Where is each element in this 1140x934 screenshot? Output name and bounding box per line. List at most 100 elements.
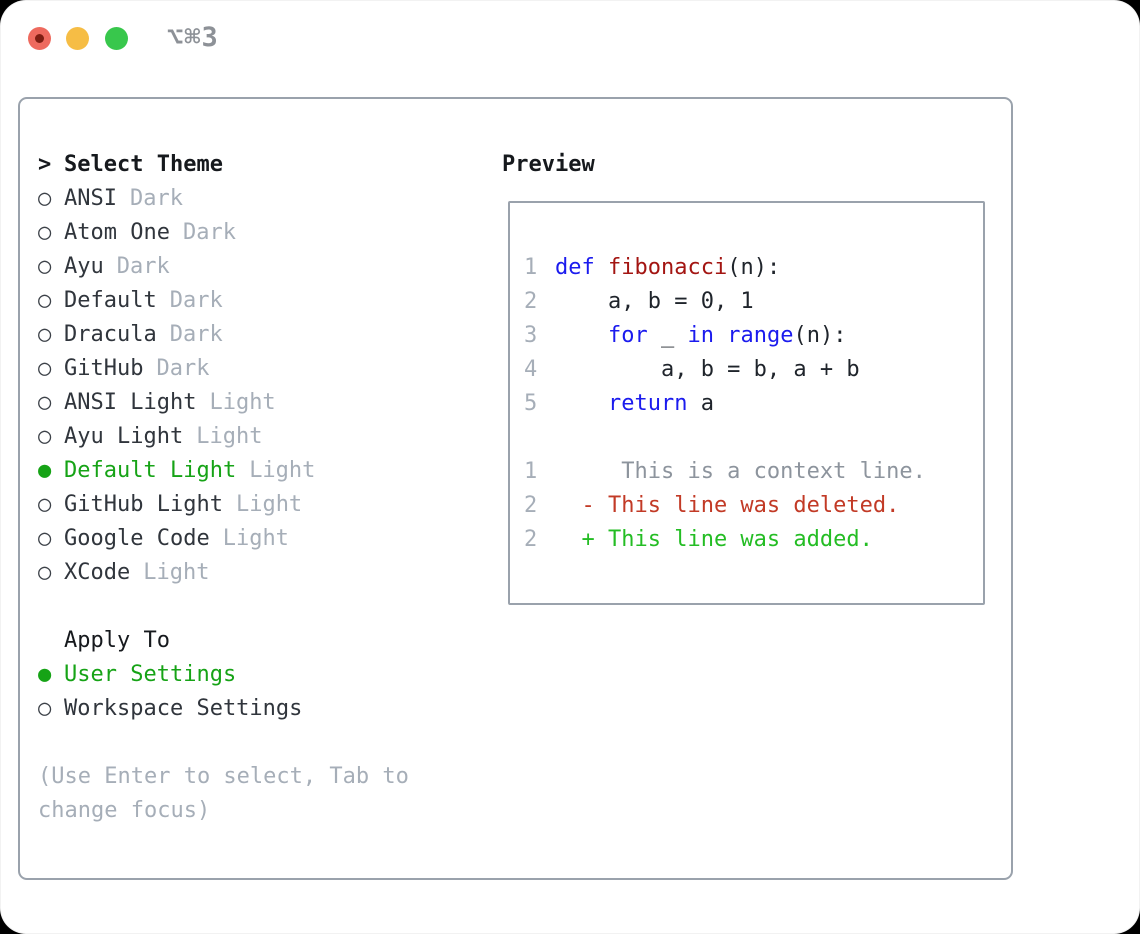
code-line: 1 def fibonacci(n): xyxy=(524,251,983,285)
radio-icon: ○ xyxy=(38,356,52,381)
minimize-button[interactable] xyxy=(66,27,89,50)
theme-variant: Dark xyxy=(169,288,223,313)
theme-variant: Light xyxy=(235,492,303,517)
line-number: 2 xyxy=(524,527,538,552)
code-segment-plain xyxy=(595,255,608,280)
blank-line xyxy=(524,421,983,455)
help-text: (Use Enter to select, Tab to change focu… xyxy=(38,764,409,823)
code-segment-plain: a, b = 0, 1 xyxy=(555,289,754,314)
apply-to-title: Apply To xyxy=(64,628,170,653)
diff-line-added: 2 + This line was added. xyxy=(524,523,983,557)
radio-icon: ● xyxy=(38,458,52,483)
radio-icon: ● xyxy=(38,662,52,687)
theme-variant: Dark xyxy=(129,186,183,211)
theme-variant: Dark xyxy=(116,254,170,279)
theme-variant: Light xyxy=(196,424,263,449)
code-segment-plain xyxy=(714,323,727,348)
diff-line-context: 1 This is a context line. xyxy=(524,455,983,489)
theme-option-google-code[interactable]: ○ Google Code Light xyxy=(38,522,484,556)
theme-name: Google Code xyxy=(64,526,210,551)
theme-name: ANSI xyxy=(64,186,117,211)
theme-variant: Dark xyxy=(182,220,236,245)
diff-text: - This line was deleted. xyxy=(555,493,900,518)
preview-heading: Preview xyxy=(502,152,595,177)
theme-option-github-light[interactable]: ○ GitHub Light Light xyxy=(38,488,484,522)
apply-option-user-settings[interactable]: ● User Settings xyxy=(38,658,484,692)
radio-icon: ○ xyxy=(38,220,52,245)
line-number: 2 xyxy=(524,493,538,518)
spacer xyxy=(38,726,484,760)
radio-icon: ○ xyxy=(38,560,52,585)
diff-lines: 1 This is a context line.2 - This line w… xyxy=(524,455,983,557)
close-icon xyxy=(35,34,44,43)
theme-name: Default Light xyxy=(64,458,237,483)
theme-option-github[interactable]: ○ GitHub Dark xyxy=(38,352,484,386)
code-segment-plain: a, b = b, a + b xyxy=(555,357,860,382)
theme-option-atom-one[interactable]: ○ Atom One Dark xyxy=(38,216,484,250)
line-number: 1 xyxy=(524,459,538,484)
line-number: 1 xyxy=(524,255,538,280)
diff-line-deleted: 2 - This line was deleted. xyxy=(524,489,983,523)
window-shortcut-label: ⌥⌘3 xyxy=(167,22,219,53)
radio-icon: ○ xyxy=(38,696,52,721)
theme-name: ANSI Light xyxy=(64,390,197,415)
theme-option-ansi-light[interactable]: ○ ANSI Light Light xyxy=(38,386,484,420)
code-segment-plain xyxy=(555,323,608,348)
theme-option-ayu-light[interactable]: ○ Ayu Light Light xyxy=(38,420,484,454)
theme-variant: Light xyxy=(222,526,289,551)
apply-option-label: User Settings xyxy=(64,662,237,687)
code-segment-keyword: def xyxy=(555,255,595,280)
code-segment-plain: (n): xyxy=(727,255,781,280)
code-line: 5 return a xyxy=(524,387,983,421)
theme-variant: Light xyxy=(143,560,210,585)
code-segment-keyword: in xyxy=(687,323,714,348)
theme-name: Dracula xyxy=(64,322,157,347)
theme-name: Ayu Light xyxy=(64,424,184,449)
radio-icon: ○ xyxy=(38,288,52,313)
radio-icon: ○ xyxy=(38,390,52,415)
code-segment-plain xyxy=(555,391,608,416)
radio-icon: ○ xyxy=(38,492,52,517)
theme-variant: Light xyxy=(249,458,316,483)
apply-option-workspace-settings[interactable]: ○ Workspace Settings xyxy=(38,692,484,726)
radio-icon: ○ xyxy=(38,526,52,551)
code-segment-keyword: return xyxy=(607,391,688,416)
select-theme-title: Select Theme xyxy=(64,152,223,177)
diff-text: + This line was added. xyxy=(555,527,873,552)
close-button[interactable] xyxy=(28,27,51,50)
code-line: 3 for _ in range(n): xyxy=(524,319,983,353)
cursor-marker: > xyxy=(38,152,52,177)
code-line: 2 a, b = 0, 1 xyxy=(524,285,983,319)
radio-icon: ○ xyxy=(38,254,52,279)
theme-option-default-light[interactable]: ● Default Light Light xyxy=(38,454,484,488)
theme-name: GitHub Light xyxy=(64,492,223,517)
spacer xyxy=(38,590,484,624)
diff-text: This is a context line. xyxy=(555,459,926,484)
code-segment-plain: (n): xyxy=(793,323,847,348)
maximize-button[interactable] xyxy=(105,27,128,50)
select-theme-heading: > Select Theme xyxy=(38,148,484,182)
line-number: 4 xyxy=(524,357,538,382)
theme-name: Atom One xyxy=(64,220,170,245)
line-number: 5 xyxy=(524,391,538,416)
code-segment-plain: _ xyxy=(647,323,688,348)
code-segment-keyword: range xyxy=(727,323,794,348)
apply-option-label: Workspace Settings xyxy=(64,696,303,721)
theme-name: GitHub xyxy=(64,356,144,381)
apply-to-list: ● User Settings ○ Workspace Settings xyxy=(38,658,484,726)
theme-variant: Light xyxy=(209,390,276,415)
apply-to-heading: Apply To xyxy=(38,624,484,658)
code-segment-function: fibonacci xyxy=(608,255,728,280)
code-line: 4 a, b = b, a + b xyxy=(524,353,983,387)
radio-icon: ○ xyxy=(38,424,52,449)
theme-variant: Dark xyxy=(156,356,210,381)
